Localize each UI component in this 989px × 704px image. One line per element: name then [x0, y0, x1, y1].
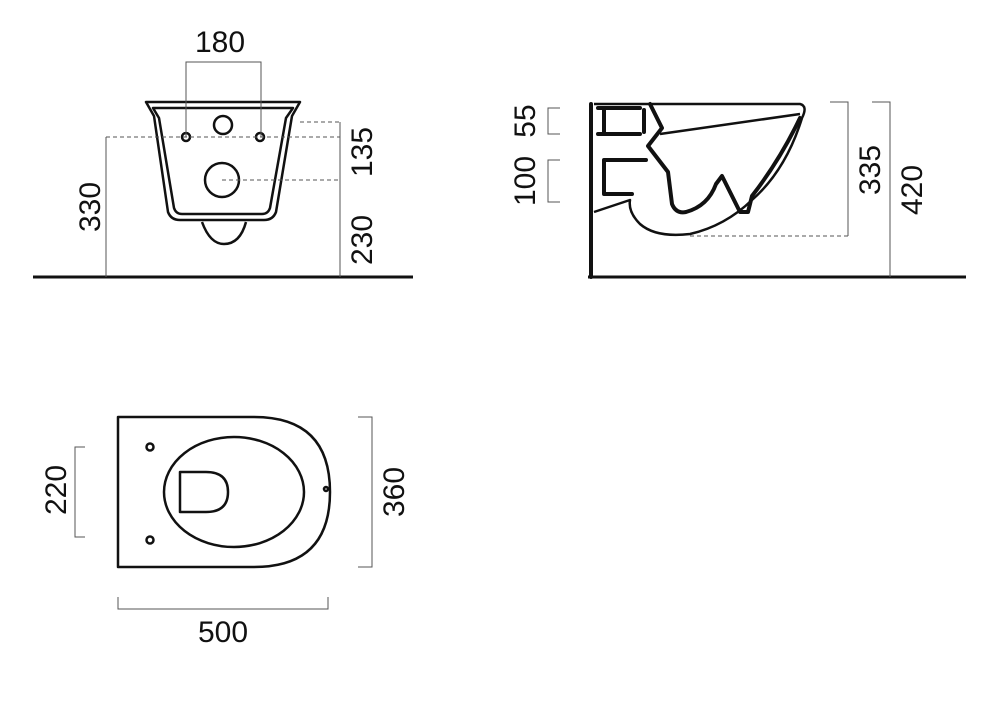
- front-dim-230-label: 230: [346, 215, 379, 265]
- side-inlet-pipe: [596, 106, 646, 136]
- front-view: 180 330 135 230: [33, 26, 413, 279]
- top-drain-outline: [178, 470, 230, 514]
- side-dim-55-label: 55: [509, 104, 542, 137]
- side-body-outline: [593, 102, 806, 237]
- top-dim-500-label: 500: [198, 616, 248, 649]
- top-dim-360-bracket: [358, 416, 373, 568]
- top-outline: [116, 415, 332, 569]
- top-fixing-hole-lower: [145, 535, 155, 545]
- top-front-mark: [322, 485, 330, 493]
- front-inlet-hole: [212, 114, 234, 136]
- front-dim-180-label: 180: [195, 26, 245, 59]
- side-outlet-pipe: [602, 158, 648, 196]
- side-bowl-inner: [646, 102, 802, 215]
- front-dim-135-label: 135: [346, 127, 379, 177]
- front-dim-330-label: 330: [74, 182, 107, 232]
- side-dim-100-label: 100: [509, 156, 542, 206]
- front-trap: [200, 221, 248, 246]
- side-view: 55 100 335 420: [509, 101, 966, 279]
- top-dim-500-bracket: [117, 597, 329, 610]
- side-dim-100-bracket: [547, 159, 560, 203]
- side-dim-335-line: [830, 101, 849, 236]
- side-dim-335-label: 335: [854, 145, 887, 195]
- top-dim-360-label: 360: [378, 467, 411, 517]
- top-dim-220-bracket: [74, 446, 85, 538]
- side-dim-420-line: [872, 101, 891, 277]
- side-rim-line: [659, 112, 801, 136]
- top-dim-220-label: 220: [40, 465, 73, 515]
- top-view: 220 360 500: [40, 415, 411, 649]
- side-dim-55-bracket: [547, 107, 560, 135]
- front-bowl-outline: [144, 100, 302, 222]
- front-bowl-inner: [151, 106, 295, 216]
- top-fixing-hole-upper: [145, 442, 155, 452]
- front-dim-180-bracket: [185, 61, 262, 137]
- side-dim-420-label: 420: [896, 165, 929, 215]
- top-bowl-opening: [162, 435, 306, 549]
